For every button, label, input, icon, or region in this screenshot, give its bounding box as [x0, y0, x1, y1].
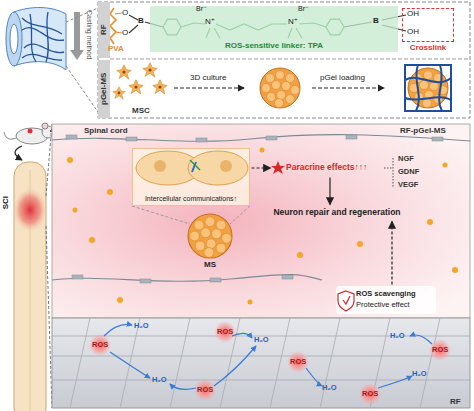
panel-frame — [98, 2, 470, 118]
node-text: MSC — [112, 107, 170, 116]
label-text: RF-pGel-MS — [400, 127, 446, 135]
node-text: Protective effect — [356, 301, 410, 309]
cell-group: MSC — [112, 62, 170, 116]
flow-arrow — [252, 167, 271, 168]
leader-line — [132, 206, 250, 224]
pointer-arrow — [15, 146, 22, 160]
label-text: H₂O — [152, 376, 167, 384]
node-text: Paracrine effects↑↑↑ — [286, 163, 367, 172]
label-text: Br⁻ — [298, 5, 309, 12]
flow-arrow — [391, 222, 392, 285]
cell-pair — [136, 151, 248, 185]
label-text: H₂O — [254, 336, 269, 344]
scaffold-floor — [52, 318, 470, 408]
label-text: H₂O — [390, 332, 405, 340]
scaffold-roll — [6, 8, 66, 70]
label-text: OH — [407, 28, 419, 36]
label-text: ROS — [362, 390, 378, 398]
flow-arrow — [329, 178, 330, 205]
conversion-arrow — [104, 324, 432, 389]
mouse — [4, 123, 54, 144]
stem-cells — [113, 63, 168, 100]
leader-line — [46, 124, 52, 408]
inset-fill — [132, 148, 250, 206]
node-text: Crosslink — [395, 44, 461, 53]
label-text: VEGF — [398, 181, 418, 189]
node-text: ROS scavenging — [356, 290, 416, 298]
label-text: ROS — [290, 358, 306, 366]
label-text: PVA — [108, 45, 124, 53]
label-text: Spinal cord — [84, 127, 128, 135]
back-wall — [52, 124, 470, 318]
label-text: OH — [407, 10, 419, 18]
inset-box: Intercellular communications↑ — [132, 148, 250, 206]
label-text: ROS — [92, 341, 108, 349]
shield-icon — [338, 291, 354, 311]
outcome-label: Neuron repair and regeneration — [262, 206, 412, 220]
panel-row: pGel-MSMSC — [98, 60, 470, 118]
label-text: H₂O — [412, 370, 427, 378]
node-text: ROS-sensitive linker: TPA — [150, 42, 398, 51]
label-text: O — [122, 29, 128, 37]
label-text: 3D culture — [190, 74, 226, 82]
label-text: NGF — [398, 155, 414, 163]
star-icon — [271, 161, 285, 174]
panel-divider — [110, 59, 470, 60]
effect-label: Paracrine effects↑↑↑ — [272, 160, 384, 176]
gel-spheroid — [405, 65, 451, 111]
effect-fill — [336, 286, 436, 314]
node-text: Intercellular communications↑ — [133, 195, 249, 203]
node-text: pGel-MS — [98, 60, 110, 118]
bracket — [384, 158, 393, 188]
label-text: ROS — [432, 346, 448, 354]
label-text: Br⁻ — [196, 5, 207, 12]
label-text: H₂O — [134, 322, 149, 330]
label-text: O — [122, 9, 128, 17]
label-text: H₂O — [322, 384, 337, 392]
label-text: ROS — [217, 328, 233, 336]
fiber — [52, 135, 470, 283]
label-text: N⁺ — [288, 18, 298, 26]
factor-dots — [67, 148, 458, 305]
spheroid: MS — [182, 212, 238, 270]
spheroid — [188, 214, 232, 258]
label-text: N⁺ — [205, 18, 215, 26]
label-text: B — [373, 17, 379, 25]
label-text: pGel loading — [320, 74, 365, 82]
node-text: Neuron repair and regeneration — [262, 208, 412, 217]
node-text: MS — [182, 261, 238, 270]
label-text: ROS — [197, 386, 213, 394]
leader-line — [66, 8, 98, 112]
label-text: SCI — [2, 196, 10, 209]
spinal-cord — [13, 162, 47, 411]
label-text: RF — [450, 398, 461, 406]
label-text: GDNF — [398, 168, 419, 176]
label-text: Casting method — [86, 10, 93, 59]
label-text: B — [138, 17, 144, 25]
effect-box: ROS scavengingProtective effect — [336, 286, 436, 314]
ros-glow — [89, 321, 451, 405]
spheroid — [260, 68, 300, 108]
linker-band: ROS-sensitive linker: TPA — [150, 6, 398, 52]
